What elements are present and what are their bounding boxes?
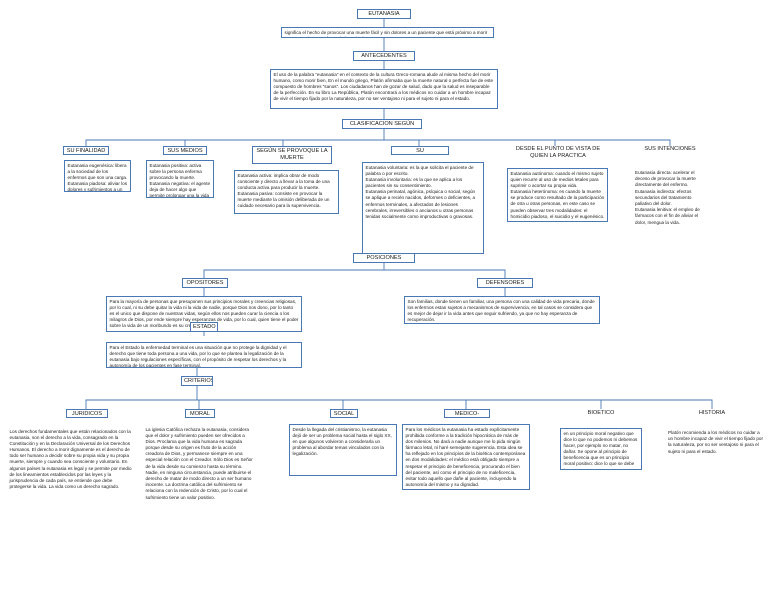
criterio-moral-text: La iglesia Católica rechaza la eutanasia… bbox=[142, 424, 258, 588]
opositores-text: Para la mayoría de personas que presupon… bbox=[106, 296, 302, 332]
criterio-bioetico-text: en un principio moral negativo que dice … bbox=[560, 428, 642, 470]
opositores-title: OPOSITORES bbox=[182, 278, 228, 288]
cat-practica-text: Eutanasia autónoma: cuando el mismo suje… bbox=[507, 168, 608, 222]
cat-muerte-text: Eutanasia activa: implica obrar de modo … bbox=[234, 170, 339, 214]
cat-intenciones-text: Eutanasia directa: acelerar el deceso de… bbox=[635, 170, 700, 225]
cat-voluntariedad-title: SU VOLUNTARIEDAD bbox=[391, 146, 449, 155]
estado-title: ESTADO bbox=[190, 322, 218, 332]
criterio-moral-title: MORAL bbox=[185, 409, 215, 418]
antecedentes-title: ANTECEDENTES bbox=[353, 51, 415, 61]
cat-finalidad-text: Eutanasia eugenésica: libera a la socied… bbox=[64, 160, 131, 192]
root-title: EUTANASIA bbox=[357, 9, 411, 19]
cat-voluntariedad-text: Eutanasia voluntaria: es la que solicita… bbox=[362, 162, 484, 254]
definition-box: significa el hecho de provocar una muert… bbox=[281, 27, 494, 38]
criterio-social-title: SOCIAL bbox=[330, 409, 358, 418]
cat-medios-text: Eutanasia positiva: activa sobre la pers… bbox=[146, 160, 214, 198]
cat-medios-title: SUS MEDIOS bbox=[163, 146, 207, 155]
defensores-text: Son familias, donde tienen un familiar, … bbox=[404, 296, 600, 324]
criterio-medico-text: Para los médicos la eutanasia ha estado … bbox=[402, 424, 530, 490]
cat-intenciones-title: SUS INTENCIONES bbox=[644, 146, 696, 152]
defensores-title: DEFENSORES bbox=[477, 278, 533, 288]
posiciones-title: POSICIONES bbox=[353, 253, 415, 263]
criterio-medico-title: MEDICO-SALUD bbox=[444, 409, 490, 418]
cat-muerte-title: SEGÚN SE PROVOQUE LA MUERTE bbox=[252, 146, 332, 164]
clasificacion-title: CLASIFICACION SEGÚN bbox=[342, 119, 422, 129]
criterio-historia-title: HISTORIA bbox=[698, 410, 726, 416]
criterio-bioetico-title: BIOETICO bbox=[587, 410, 615, 416]
estado-text: Para el Estado la enfermedad terminal es… bbox=[106, 342, 302, 368]
criterio-juridicos-title: JURIDICOS bbox=[66, 409, 108, 418]
criterios-title: CRITERIOS bbox=[181, 376, 213, 386]
criterio-social-text: Desde la llegada del cristianismo, la eu… bbox=[289, 424, 397, 476]
criterio-juridicos-text: Los derechos fundamentales que están rel… bbox=[6, 426, 136, 594]
cat-finalidad-title: SU FINALIDAD bbox=[63, 146, 109, 155]
criterio-historia-text: Platón recomienda a los médicos no cuida… bbox=[668, 430, 763, 454]
cat-practica-title: DESDE EL PUNTO DE VISTA DE QUIEN LA PRAC… bbox=[515, 146, 601, 159]
antecedentes-text: El uso de la palabra “eutanasia” en el c… bbox=[270, 69, 498, 109]
